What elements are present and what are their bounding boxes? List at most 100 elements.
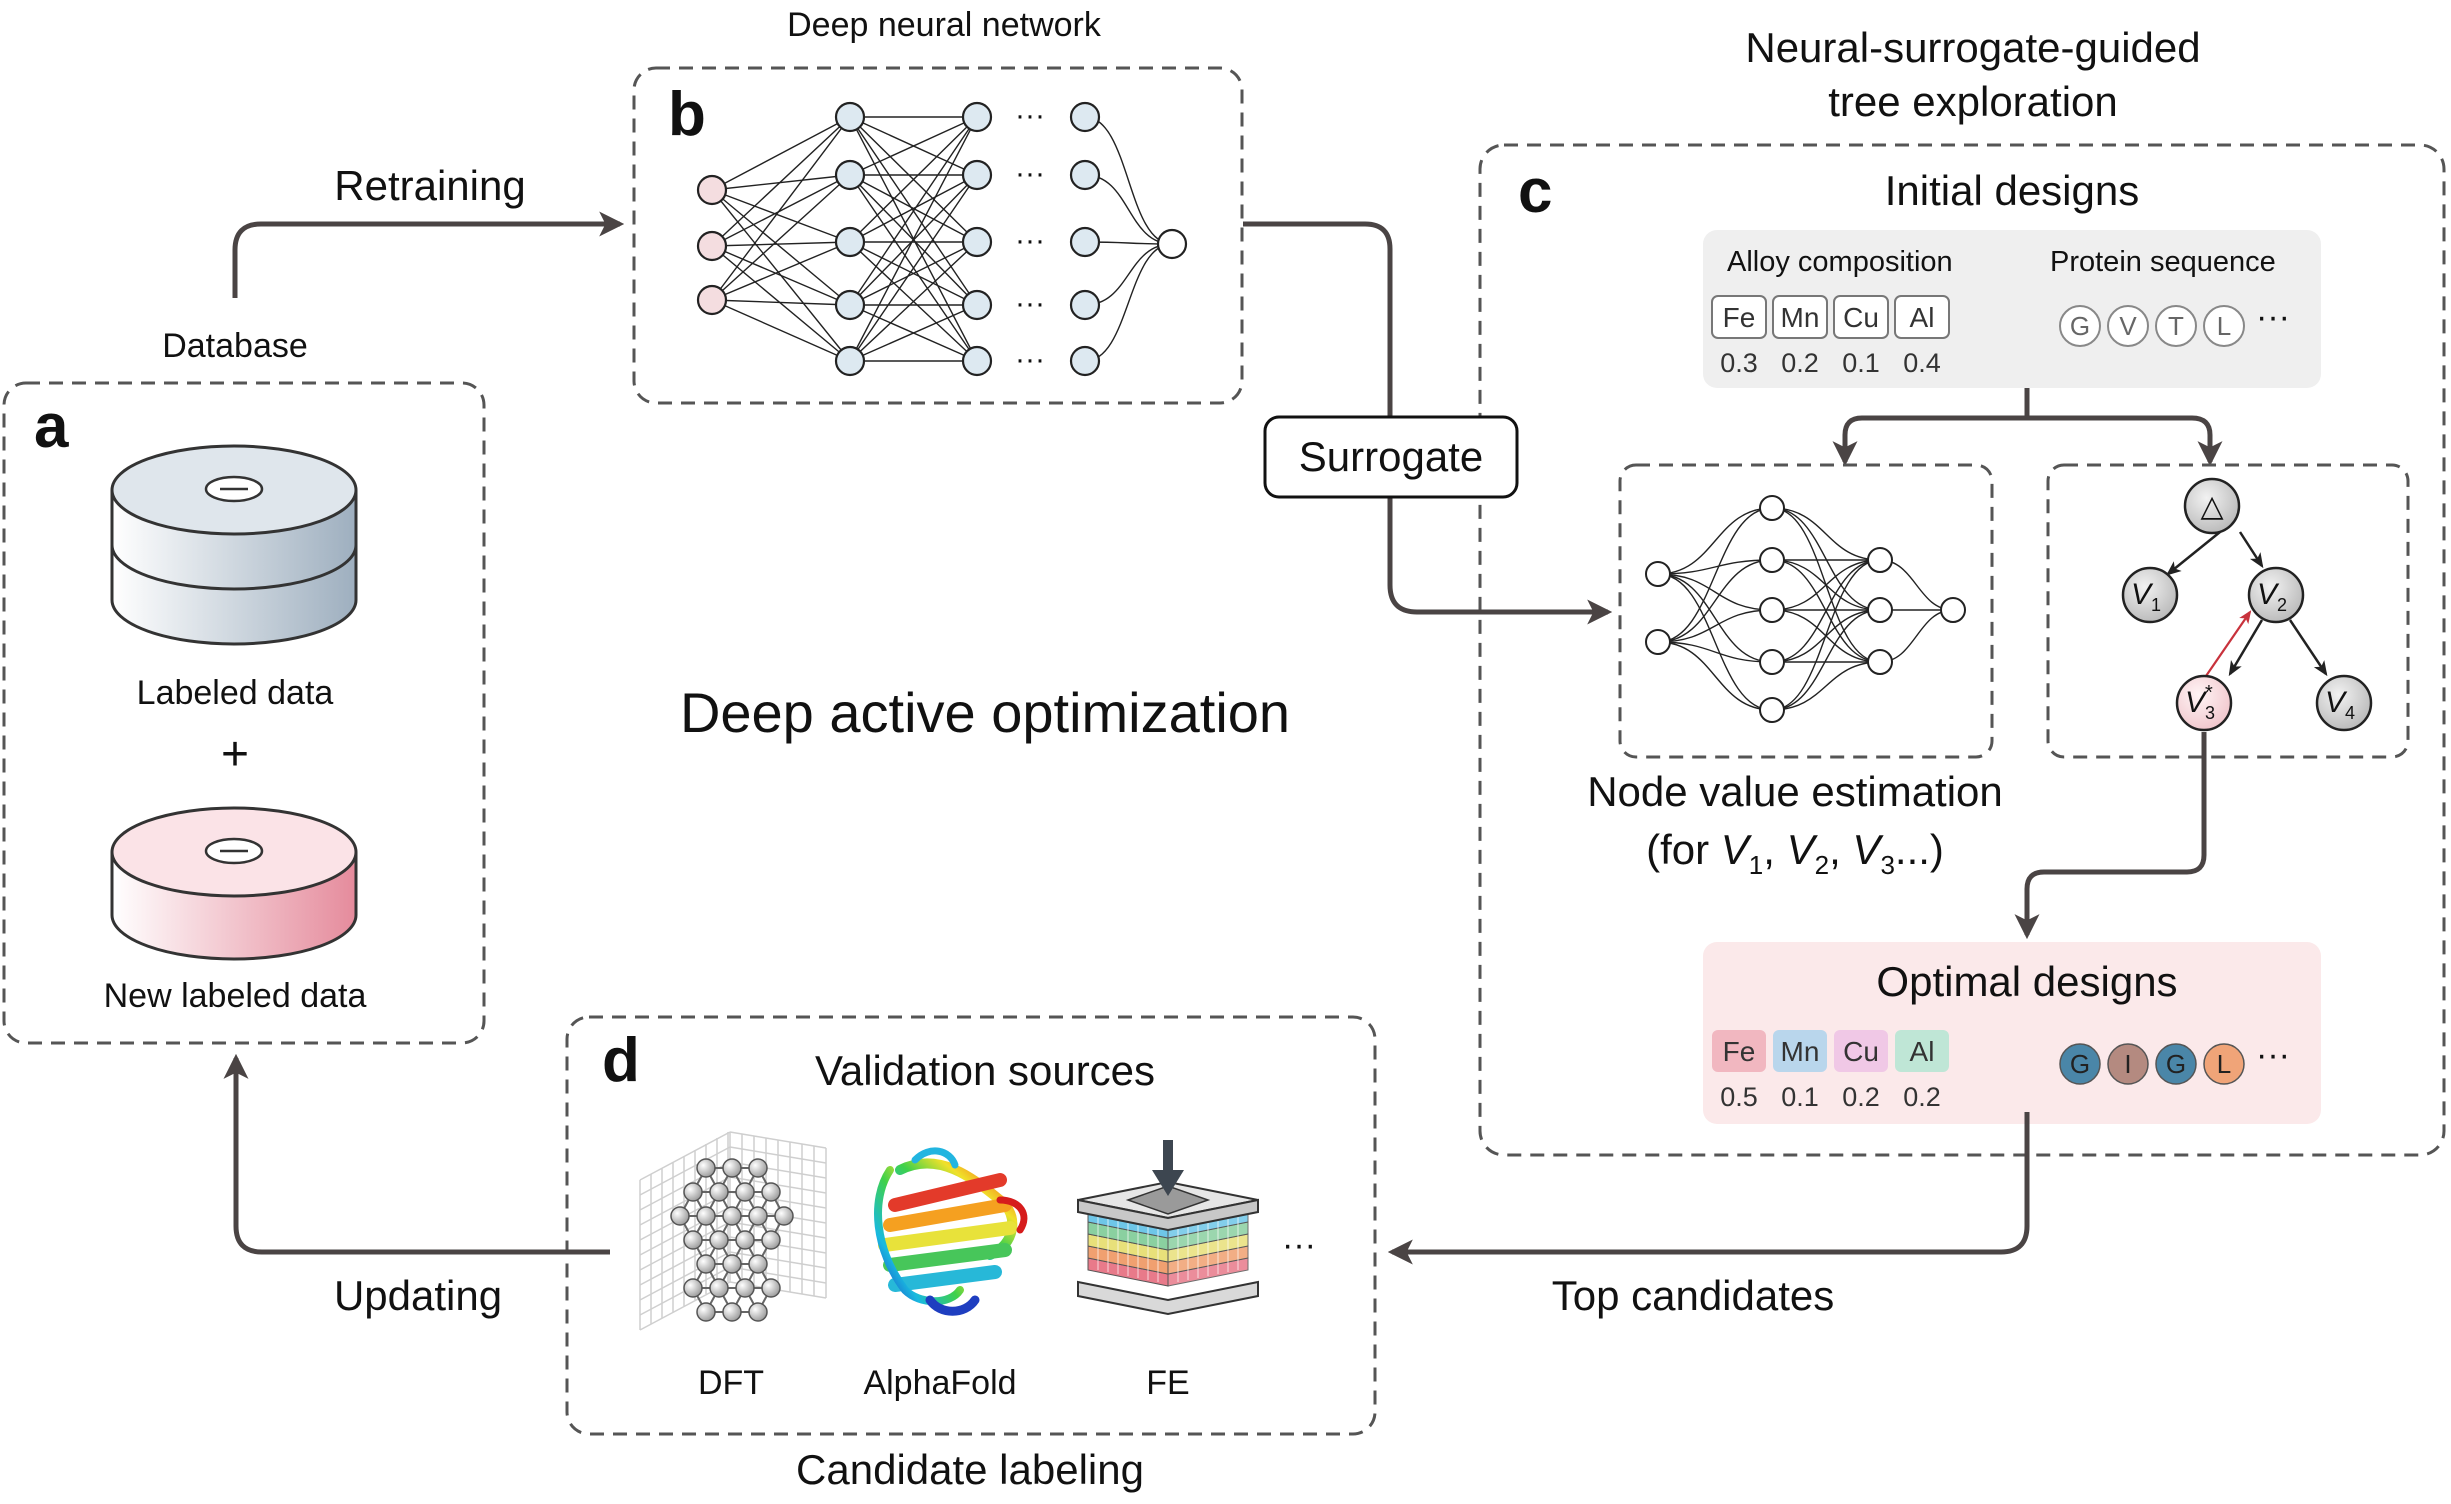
fe-compression-icon — [1077, 1140, 1259, 1316]
lattice-atom — [709, 1230, 729, 1250]
residue-letter: L — [2217, 1049, 2231, 1079]
protein-sequence-title: Protein sequence — [2050, 246, 2276, 278]
hidden-neuron — [1759, 547, 1785, 573]
layer-ellipsis: ··· — [1015, 287, 1045, 320]
panel-d-footer: Candidate labeling — [796, 1446, 1144, 1493]
alphafold-protein-icon — [874, 1147, 1028, 1316]
hidden-neuron — [834, 226, 866, 258]
source-dft-label: DFT — [698, 1364, 764, 1402]
source-alphafold-label: AlphaFold — [863, 1364, 1016, 1402]
top-candidates-label: Top candidates — [1552, 1272, 1835, 1319]
lattice-atom — [735, 1230, 755, 1250]
node-value-line2: (for V1, V2, V3...) — [1646, 826, 1944, 880]
layer-ellipsis: ··· — [1015, 99, 1045, 132]
panel-a-header: Database — [162, 327, 308, 365]
element-symbol: Cu — [1843, 1036, 1879, 1067]
element-fraction: 0.2 — [1781, 348, 1819, 378]
lattice-atom — [696, 1302, 716, 1322]
element-fraction: 0.2 — [1842, 1082, 1880, 1112]
input-neuron — [1645, 629, 1671, 655]
residue-letter: I — [2124, 1049, 2131, 1079]
hidden-neuron — [961, 289, 993, 321]
residue-bead — [2203, 305, 2245, 347]
panel-b-neural-network: b Deep neural network ··············· — [632, 6, 1244, 405]
hidden-neuron — [1867, 649, 1893, 675]
hidden-neuron — [834, 289, 866, 321]
tree-root-node: △ — [2183, 477, 2241, 535]
hidden-neuron — [1759, 495, 1785, 521]
new-labeled-data-label: New labeled data — [104, 977, 367, 1015]
residue-bead — [2107, 305, 2149, 347]
flow-surrogate: Surrogate — [1243, 221, 1613, 625]
layer-ellipsis: ··· — [1015, 224, 1045, 257]
element-chip — [1773, 1030, 1827, 1072]
element-chip — [1895, 1030, 1949, 1072]
lattice-atom — [709, 1278, 729, 1298]
hidden-neuron — [1759, 597, 1785, 623]
panel-c-letter: c — [1518, 157, 1552, 226]
residue-letter: G — [2166, 1049, 2186, 1079]
layer-ellipsis: ··· — [1015, 343, 1045, 376]
lattice-atom — [696, 1206, 716, 1226]
surrogate-label: Surrogate — [1299, 433, 1483, 480]
svg-text:V3*: V3* — [2185, 682, 2215, 723]
panel-a-database: a Database Labeled data + New labeled da… — [2, 327, 486, 1045]
element-symbol: Al — [1910, 1036, 1935, 1067]
element-fraction: 0.5 — [1720, 1082, 1758, 1112]
element-fraction: 0.4 — [1903, 348, 1941, 378]
residue-bead — [2155, 305, 2197, 347]
tree-node-v1: V1 — [2121, 566, 2179, 624]
node-value-line1: Node value estimation — [1587, 768, 2003, 815]
residue-letter: G — [2070, 311, 2090, 341]
element-chip — [1772, 295, 1828, 339]
lattice-atom — [748, 1206, 768, 1226]
element-chip — [1711, 295, 1767, 339]
lattice-atom — [683, 1182, 703, 1202]
hidden-neuron — [1759, 697, 1785, 723]
element-fraction: 0.3 — [1720, 348, 1758, 378]
panel-c-header-line1: Neural-surrogate-guided — [1745, 24, 2200, 71]
lattice-atom — [683, 1278, 703, 1298]
residue-bead — [2155, 1043, 2197, 1085]
initial-ellipsis: ··· — [2256, 298, 2290, 336]
lattice-atom — [709, 1182, 729, 1202]
element-fraction: 0.2 — [1903, 1082, 1941, 1112]
lattice-atom — [774, 1206, 794, 1226]
initial-designs-title: Initial designs — [1885, 167, 2139, 214]
hidden-neuron — [1867, 597, 1893, 623]
element-symbol: Mn — [1781, 1036, 1820, 1067]
element-chip — [1894, 295, 1950, 339]
input-neuron — [696, 284, 728, 316]
lattice-atom — [696, 1158, 716, 1178]
lattice-atom — [735, 1278, 755, 1298]
tree-node-v2: V2 — [2247, 566, 2305, 624]
labeled-data-label: Labeled data — [137, 674, 334, 712]
lattice-atom — [722, 1254, 742, 1274]
dft-lattice-icon — [639, 1131, 827, 1331]
search-tree: △ V1 V2 V3* V4 — [2121, 477, 2373, 732]
hidden-neuron — [1069, 226, 1101, 258]
svg-text:△: △ — [2200, 490, 2223, 523]
residue-bead — [2059, 1043, 2101, 1085]
lattice-atom — [722, 1302, 742, 1322]
element-chip — [1833, 295, 1889, 339]
sources-ellipsis: ··· — [1282, 1226, 1316, 1264]
hidden-neuron — [834, 159, 866, 191]
residue-letter: G — [2070, 1049, 2090, 1079]
lattice-atom — [722, 1206, 742, 1226]
new-labeled-data-cylinder-icon — [110, 806, 358, 961]
labeled-data-cylinder-icon — [110, 444, 358, 646]
lattice-atom — [683, 1230, 703, 1250]
lattice-atom — [761, 1278, 781, 1298]
initial-designs-box — [1703, 230, 2321, 388]
output-neuron — [1940, 597, 1966, 623]
hidden-neuron — [834, 101, 866, 133]
residue-letter: T — [2168, 311, 2184, 341]
lattice-atom — [748, 1158, 768, 1178]
network-b-graph: ··············· — [696, 99, 1188, 377]
